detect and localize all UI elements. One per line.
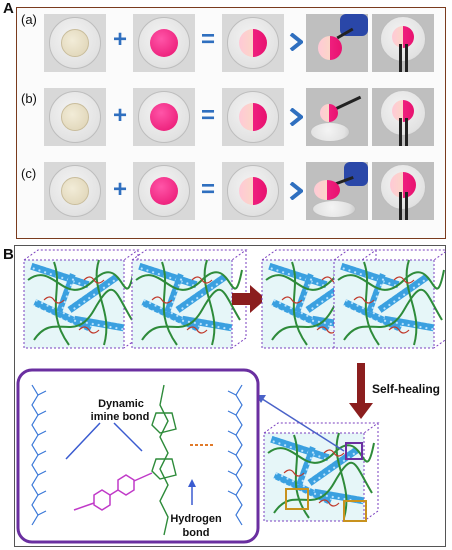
photo-a-white-gel [44,14,106,72]
photo-c-joined-gel [222,162,284,220]
network-cube-healed [263,422,379,522]
photo-c-pink-gel [133,162,195,220]
dynamic-imine-label-line2: imine bond [90,411,150,423]
imine-linker [73,472,153,511]
panel-a-letter: A [3,0,14,17]
row-c-label: (c) [21,166,37,181]
equals-symbol: = [201,102,216,129]
chevron-right-icon [289,182,303,200]
arrow-right-icon [232,285,266,313]
photo-b-pink-gel [133,88,195,146]
network-cube-4 [333,249,446,349]
hydrogen-bond-label-line1: Hydrogen [170,513,222,525]
equals-symbol: = [201,176,216,203]
network-schematic [16,249,446,544]
plus-symbol: + [113,26,128,53]
panel-b-letter: B [3,246,14,263]
dynamic-imine-label-line1: Dynamic [98,398,144,410]
photo-c-lift [306,162,368,220]
zoom-inset-frame [16,368,260,544]
network-cube-2 [131,249,247,349]
arrowhead-down-icon [349,403,373,419]
highlight-box-2 [343,500,367,522]
photo-b-lift [306,88,368,146]
photo-b-joined-gel [222,88,284,146]
photo-a-pink-gel [133,14,195,72]
row-a-label: (a) [21,12,37,27]
photo-a-joined-gel [222,14,284,72]
photo-c-white-gel [44,162,106,220]
hydrogen-arrowhead-icon [188,479,196,487]
network-cube-1 [23,249,139,349]
row-b-label: (b) [21,91,37,106]
highlight-box-1 [285,488,309,510]
dynamic-pointer-arrow-2 [113,422,143,452]
photo-b-hold [372,88,434,146]
chitosan-chain-right [227,384,243,526]
photo-a-hold [372,14,434,72]
photo-a-lift [306,14,368,72]
chevron-right-icon [289,33,303,51]
plus-symbol: + [113,176,128,203]
photo-b-white-gel [44,88,106,146]
polysaccharide-chain-center [151,384,177,536]
equals-symbol: = [201,26,216,53]
chitosan-chain-left [31,384,47,526]
callout-arrow-icon [255,394,345,452]
hydrogen-bond-label-line2: bond [182,527,210,539]
plus-symbol: + [113,102,128,129]
dynamic-pointer-arrow-1 [65,422,101,460]
self-healing-label: Self-healing [372,382,441,396]
arrow-down-icon [357,363,365,405]
photo-c-hold [372,162,434,220]
highlight-box-3 [345,442,363,460]
chevron-right-icon [289,108,303,126]
